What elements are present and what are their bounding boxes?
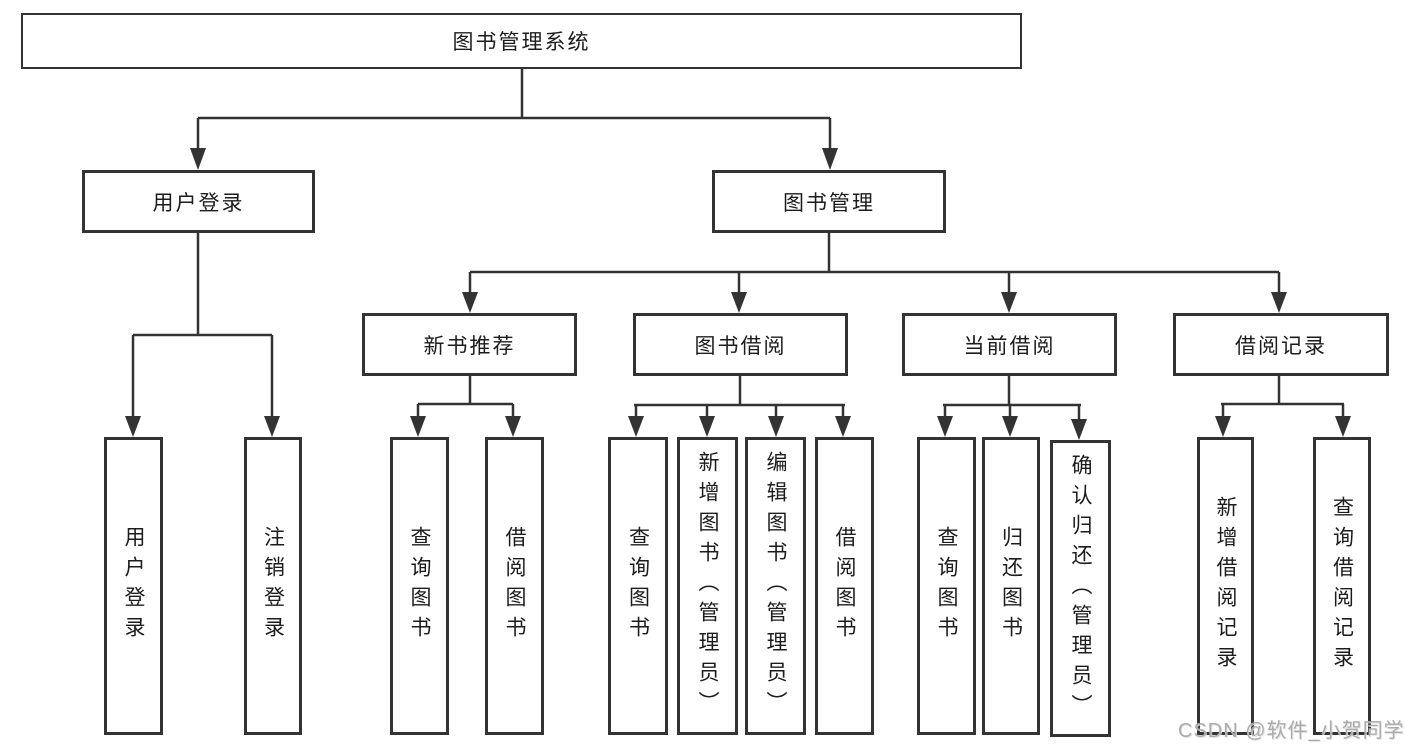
node-leaf-logout: 注销登录 [244, 437, 302, 735]
leaf-label: 新增借阅记录 [1214, 496, 1237, 676]
node-current-borrowing: 当前借阅 [902, 313, 1117, 376]
node-leaf-query-books-borrowing: 查询图书 [608, 437, 668, 735]
leaf-label: 借阅图书 [503, 526, 526, 646]
leaf-label: 借阅图书 [833, 526, 856, 646]
leaf-label: 查询借阅记录 [1330, 496, 1354, 676]
leaf-label: 归还图书 [999, 526, 1023, 646]
csdn-watermark: CSDN @软件_小贺同学 [1178, 720, 1405, 742]
node-leaf-query-books-recommend: 查询图书 [390, 437, 449, 735]
node-library-management-system: 图书管理系统 [21, 13, 1022, 69]
node-leaf-borrow-books-borrowing: 借阅图书 [815, 437, 874, 735]
node-leaf-return-books: 归还图书 [982, 437, 1040, 735]
node-leaf-add-borrow-record: 新增借阅记录 [1197, 437, 1254, 735]
node-user-login: 用户登录 [82, 170, 315, 233]
leaf-label: 编辑图书（管理员） [764, 451, 787, 721]
leaf-label: 查询图书 [408, 526, 431, 646]
node-leaf-borrow-books-recommend: 借阅图书 [485, 437, 544, 735]
node-borrowing-records: 借阅记录 [1173, 313, 1389, 376]
node-leaf-edit-books-admin: 编辑图书（管理员） [745, 437, 806, 735]
leaf-label: 确认归还（管理员） [1069, 453, 1092, 724]
leaf-label: 新增图书（管理员） [696, 451, 719, 721]
leaf-label: 查询图书 [626, 526, 650, 646]
node-book-management: 图书管理 [712, 170, 946, 233]
node-leaf-add-books-admin: 新增图书（管理员） [677, 437, 738, 735]
node-leaf-user-login: 用户登录 [104, 437, 163, 735]
leaf-label: 查询图书 [935, 526, 958, 646]
node-leaf-confirm-return-admin: 确认归还（管理员） [1050, 440, 1111, 737]
node-book-borrowing: 图书借阅 [633, 313, 848, 376]
node-leaf-query-borrow-record: 查询借阅记录 [1313, 437, 1371, 735]
node-new-book-recommendation: 新书推荐 [362, 313, 577, 376]
leaf-label: 注销登录 [261, 526, 285, 646]
leaf-label: 用户登录 [122, 526, 145, 646]
node-leaf-query-books-current: 查询图书 [917, 437, 976, 735]
